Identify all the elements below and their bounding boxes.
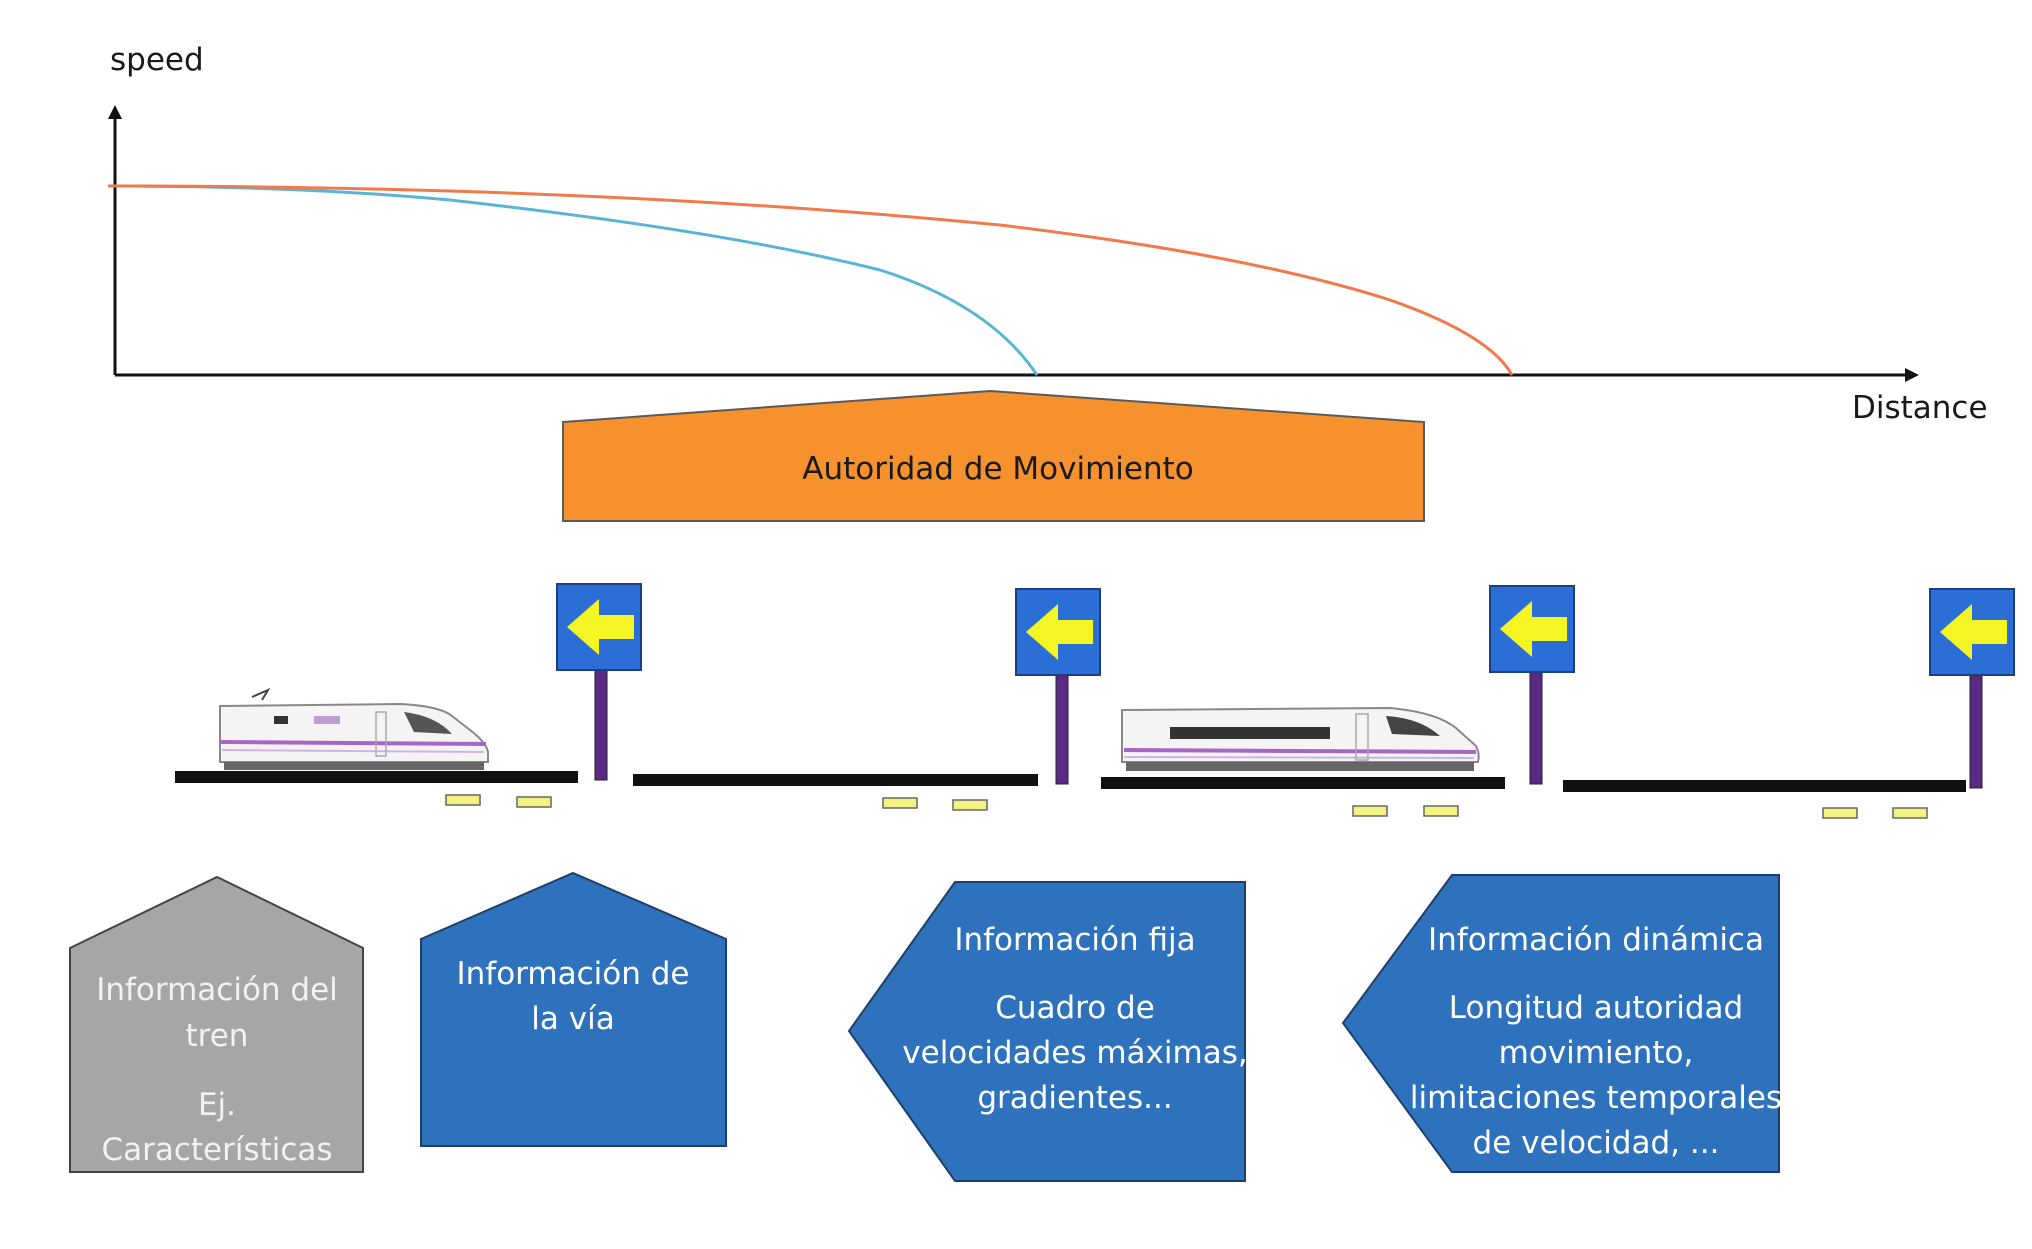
info-box-dynamic-shape (1341, 874, 1780, 1173)
braking-curve-long (107, 184, 1514, 376)
info-box-dynamic: Información dinámica Longitud autoridad … (1341, 874, 1782, 1173)
info-box-fixed-shape (847, 881, 1246, 1182)
balise-icon (1822, 807, 1858, 819)
balise-icon (1892, 807, 1928, 819)
movement-authority: Autoridad de Movimiento (562, 389, 1425, 522)
info-box-train: Información del tren Ej. Características (69, 875, 364, 1173)
balise-icon (1423, 805, 1459, 817)
arrow-left-icon (567, 599, 634, 655)
track-segment (175, 771, 578, 783)
info-box-fixed-title: Información fija (954, 922, 1195, 958)
signal-4 (1929, 588, 2015, 789)
arrow-left-icon (1940, 604, 2007, 660)
info-box-train-line-1: Información del (96, 972, 338, 1008)
info-box-train-shape (69, 875, 364, 1173)
signal-post (1055, 671, 1069, 785)
info-box-track-line-1: Información de (457, 956, 690, 992)
arrow-left-icon (1500, 601, 1567, 657)
balise-icon (445, 794, 481, 806)
balise-icon (1352, 805, 1388, 817)
info-box-fixed-line-1: Cuadro de (995, 990, 1155, 1026)
track (175, 771, 1966, 792)
info-box-train-example-2: Características (101, 1132, 332, 1168)
info-box-dynamic-line-1: Longitud autoridad (1449, 990, 1743, 1026)
balises (445, 794, 1928, 819)
balise-icon (516, 796, 552, 808)
balise-icon (952, 799, 988, 811)
track-segment (1101, 777, 1505, 789)
speed-distance-graph: speed Distance (107, 42, 1988, 426)
high-speed-train-icon (219, 687, 489, 770)
signal-post (1529, 671, 1543, 785)
arrow-left-icon (1026, 604, 1093, 660)
info-box-dynamic-title: Información dinámica (1428, 922, 1764, 958)
info-box-train-line-2: tren (186, 1018, 249, 1054)
braking-curve-short (107, 184, 1039, 376)
info-box-dynamic-line-3: limitaciones temporales (1410, 1080, 1782, 1116)
balise-icon (882, 797, 918, 809)
signal-1 (556, 583, 642, 781)
track-segment (633, 774, 1038, 786)
info-box-train-example-1: Ej. (198, 1087, 236, 1123)
movement-authority-shape (562, 389, 1425, 522)
track-segment (1563, 780, 1966, 792)
signal-2 (1015, 588, 1101, 785)
info-box-fixed-line-2: velocidades máximas, (902, 1035, 1247, 1071)
signal-post (1969, 675, 1983, 789)
info-box-dynamic-line-4: de velocidad, ... (1473, 1125, 1720, 1161)
info-box-track-line-2: la vía (531, 1001, 614, 1037)
info-box-track: Información de la vía (420, 871, 727, 1147)
signal-post (594, 667, 608, 781)
info-box-dynamic-line-2: movimiento, (1499, 1035, 1694, 1071)
y-axis-label: speed (110, 42, 204, 78)
info-box-track-shape (420, 871, 727, 1147)
info-box-fixed: Información fija Cuadro de velocidades m… (847, 881, 1248, 1182)
x-axis-label: Distance (1852, 390, 1988, 426)
movement-authority-label: Autoridad de Movimiento (802, 451, 1193, 487)
info-box-fixed-line-3: gradientes... (977, 1080, 1172, 1116)
high-speed-train-icon (1121, 706, 1480, 771)
signal-3 (1489, 585, 1575, 785)
